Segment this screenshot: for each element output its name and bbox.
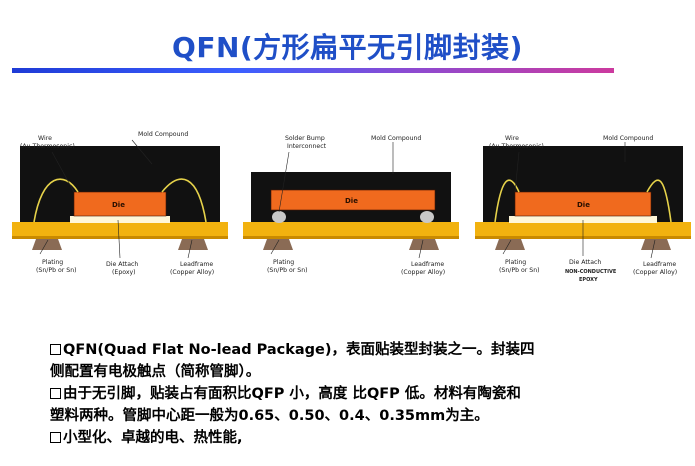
flip-chip-cross-section: Solder Bump Interconnect Mold Compound D… — [243, 128, 459, 293]
bullet-list: QFN(Quad Flat No-lead Package)，表面贴装型封装之一… — [50, 339, 680, 449]
wire-label: Wire — [505, 135, 519, 142]
checkbox-icon — [50, 388, 61, 399]
plating-type-label: (Sn/Pb or Sn) — [36, 267, 77, 274]
page-title: QFN(方形扁平无引脚封装) — [172, 31, 523, 64]
die-attach-label: Die Attach — [106, 261, 138, 268]
plating-label: Plating — [42, 259, 63, 266]
solder-bump-label: Solder Bump — [285, 135, 325, 142]
leadframe-label: Leadframe — [411, 261, 444, 268]
mold-compound-label: Mold Compound — [371, 135, 421, 142]
bullet-continuation: 塑料两种。管脚中心距一般为0.65、0.50、0.4、0.35mm为主。 — [50, 405, 680, 427]
checkbox-icon — [50, 432, 61, 443]
wire-label: Wire — [38, 135, 52, 142]
plating-type-label: (Sn/Pb or Sn) — [267, 267, 308, 274]
leadframe-label: Leadframe — [180, 261, 213, 268]
die-label: Die — [112, 201, 125, 209]
bullet-text: QFN(Quad Flat No-lead Package)，表面贴装型封装之一… — [63, 342, 535, 358]
die-label: Die — [577, 201, 590, 209]
mold-compound-label: Mold Compound — [138, 131, 188, 138]
plating-type-label: (Sn/Pb or Sn) — [499, 267, 540, 274]
plating-label: Plating — [505, 259, 526, 266]
plating-label: Plating — [273, 259, 294, 266]
die-label: Die — [345, 197, 358, 205]
wire-type-label: (Au Thermosonic) — [489, 143, 544, 150]
die-attach-epoxy-label: EPOXY — [579, 277, 598, 283]
wire-type-label: (Au Thermosonic) — [20, 143, 75, 150]
die-attach-type-label: NON-CONDUCTIVE — [565, 269, 617, 275]
wire-bond-nonconductive-cross-section: Wire (Au Thermosonic) Mold Compound Die … — [475, 128, 691, 293]
leadframe-label: Leadframe — [643, 261, 676, 268]
leadframe-type-label: (Copper Alloy) — [633, 269, 677, 276]
bullet-text: 塑料两种。管脚中心距一般为0.65、0.50、0.4、0.35mm为主。 — [50, 408, 489, 424]
checkbox-icon — [50, 344, 61, 355]
bullet-text: 由于无引脚，贴装占有面积比QFP 小，高度 比QFP 低。材料有陶瓷和 — [63, 386, 521, 402]
bullet-item: QFN(Quad Flat No-lead Package)，表面贴装型封装之一… — [50, 339, 680, 361]
die-attach-type-label: (Epoxy) — [112, 269, 136, 276]
bullet-item: 小型化、卓越的电、热性能, — [50, 427, 680, 449]
leadframe-type-label: (Copper Alloy) — [401, 269, 445, 276]
bullet-item: 由于无引脚，贴装占有面积比QFP 小，高度 比QFP 低。材料有陶瓷和 — [50, 383, 680, 405]
bullet-text: 侧配置有电极触点（简称管脚）。 — [50, 364, 261, 380]
leadframe-type-label: (Copper Alloy) — [170, 269, 214, 276]
bullet-continuation: 侧配置有电极触点（简称管脚）。 — [50, 361, 680, 383]
interconnect-label: Interconnect — [287, 143, 327, 150]
title-underline — [12, 68, 614, 73]
die-attach-label: Die Attach — [569, 259, 601, 266]
wire-bond-cross-section: Wire (Au Thermosonic) Mold Compound Die … — [12, 128, 228, 293]
bullet-text: 小型化、卓越的电、热性能, — [63, 430, 243, 446]
mold-compound-label: Mold Compound — [603, 135, 653, 142]
